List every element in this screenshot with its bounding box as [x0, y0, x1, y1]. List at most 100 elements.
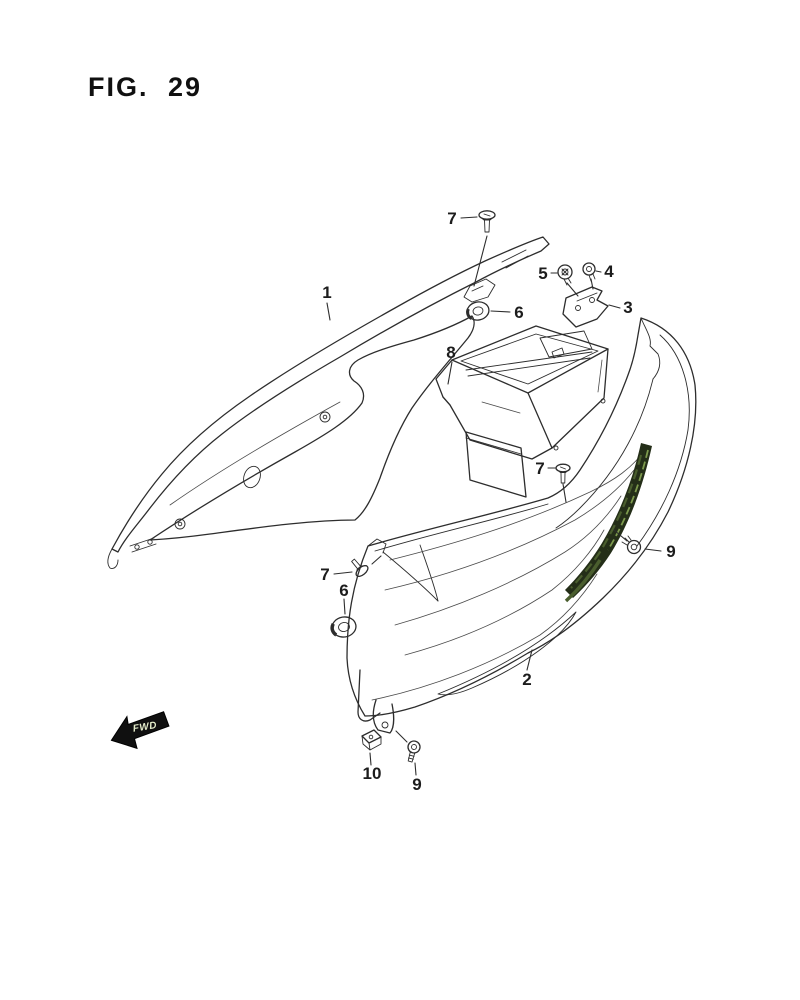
part-2-lower-crease — [437, 611, 577, 696]
part-2-contour-5 — [371, 573, 598, 701]
screw-5 — [557, 264, 573, 286]
box-cross-bar — [465, 351, 593, 377]
box-foot-b — [600, 398, 606, 404]
screw-cross-slot — [561, 268, 569, 276]
screw-head — [478, 210, 496, 220]
callout-1-leader — [326, 302, 331, 321]
bracket-outline — [562, 286, 609, 328]
screw-7-top-assembly-line — [473, 235, 488, 287]
screw-head — [355, 564, 369, 578]
part-2-rear-inner-edge — [555, 378, 654, 529]
part-2-contour-4 — [404, 529, 605, 656]
screw-head-inner — [586, 266, 592, 272]
screw-head-inner — [561, 268, 569, 276]
screw-head — [626, 539, 642, 555]
bracket-bend-line — [576, 292, 598, 302]
screw-7-top — [478, 210, 496, 233]
callout-1-label: 1 — [322, 283, 331, 302]
box-inner-tray — [539, 330, 593, 358]
callout-4-label: 4 — [604, 262, 614, 281]
part-2-edge-line — [636, 334, 690, 547]
part-1-hole-b-inner — [177, 521, 183, 527]
callouts: 1 2 3 4 5 6 6 7 7 7 8 9 9 — [320, 209, 675, 794]
fwd-badge: FWD — [110, 711, 170, 750]
box-right-face — [527, 348, 609, 449]
callout-7-front-leader — [333, 571, 353, 575]
figure-title: FIG. 29 — [88, 72, 203, 102]
part-1-contour — [169, 401, 341, 506]
screw-head — [582, 262, 596, 276]
callout-2-label: 2 — [522, 670, 531, 689]
callout-8-label: 8 — [446, 343, 455, 362]
part-2-crease-b — [419, 544, 439, 602]
callout-4-leader — [595, 270, 602, 273]
callout-6-upper-label: 6 — [514, 303, 523, 322]
part-1-oval-hole — [243, 465, 261, 489]
part-2-mount-tab — [372, 699, 395, 734]
part-1-inner-flange — [149, 315, 475, 541]
box-foot-a — [553, 445, 559, 451]
part-1-screw-boss — [463, 278, 496, 303]
grommet-inner — [472, 306, 484, 316]
screw-head-under — [555, 468, 571, 473]
screw-5-assembly-line — [566, 282, 579, 297]
screw-9-bottom-assembly-line — [395, 730, 408, 743]
part-2-contour-3 — [394, 495, 622, 626]
grommet-shading — [330, 622, 338, 637]
part-1-screw-boss-slot — [471, 285, 484, 292]
part-2-contour-1 — [389, 449, 646, 561]
callout-8-leader — [447, 361, 453, 385]
part-2-tab-hole — [381, 721, 389, 729]
callout-9-rear-leader — [644, 548, 662, 552]
part-2-decal-stripe — [565, 443, 652, 598]
part-2-decal-highlight-2 — [570, 454, 643, 589]
bracket-hole-a — [575, 305, 581, 311]
screw-7-front — [351, 558, 369, 578]
box-front-face — [442, 396, 553, 460]
callout-6-lower-label: 6 — [339, 581, 348, 600]
screw-shaft — [484, 219, 490, 233]
box-lower-bin — [465, 431, 527, 498]
callout-9-bottom-leader — [414, 762, 417, 776]
grommet-6-lower — [330, 616, 357, 638]
part-8-storage-box — [435, 325, 609, 498]
grommet-6-upper — [466, 301, 490, 321]
callout-7-top-leader — [460, 216, 478, 219]
callout-3-label: 3 — [623, 298, 632, 317]
screw-9-bottom — [407, 740, 421, 763]
part-1-hole-a-inner — [322, 414, 328, 420]
screw-head — [557, 264, 573, 280]
part-2-decal-tail — [564, 559, 602, 603]
screw-shaft — [407, 751, 416, 763]
screw-slot — [560, 466, 566, 470]
screw-9-rear-assembly-line — [613, 529, 628, 542]
callout-2-leader — [526, 649, 533, 671]
part-2-frame-cover — [346, 317, 697, 734]
callout-3-leader — [608, 304, 621, 309]
part-1-tip-curl — [107, 548, 119, 569]
screw-7-middle-assembly-line — [562, 483, 567, 503]
screw-head-under — [355, 565, 368, 576]
screw-threads — [563, 277, 572, 286]
bracket-hole-b — [589, 297, 595, 303]
part-2-rim-line — [374, 503, 549, 552]
screw-head — [555, 463, 571, 473]
screw-head-inner — [411, 744, 417, 750]
callout-10-leader — [369, 752, 372, 766]
callout-6-lower-leader — [343, 598, 346, 615]
callout-7-middle-label: 7 — [535, 459, 544, 478]
callout-7-top-label: 7 — [447, 209, 456, 228]
part-2-rear-step — [640, 317, 661, 380]
fwd-badge-label: FWD — [132, 720, 158, 735]
part-1-frame-cover — [107, 236, 550, 569]
box-latch — [551, 347, 565, 359]
part-1-outline — [111, 236, 550, 553]
screw-shaft — [351, 558, 362, 570]
screw-4 — [582, 262, 596, 282]
screw-head-under — [478, 215, 496, 221]
part-1-rear-tab — [501, 249, 529, 269]
screw-shaft — [560, 472, 566, 484]
callout-6-upper-leader — [490, 310, 511, 313]
